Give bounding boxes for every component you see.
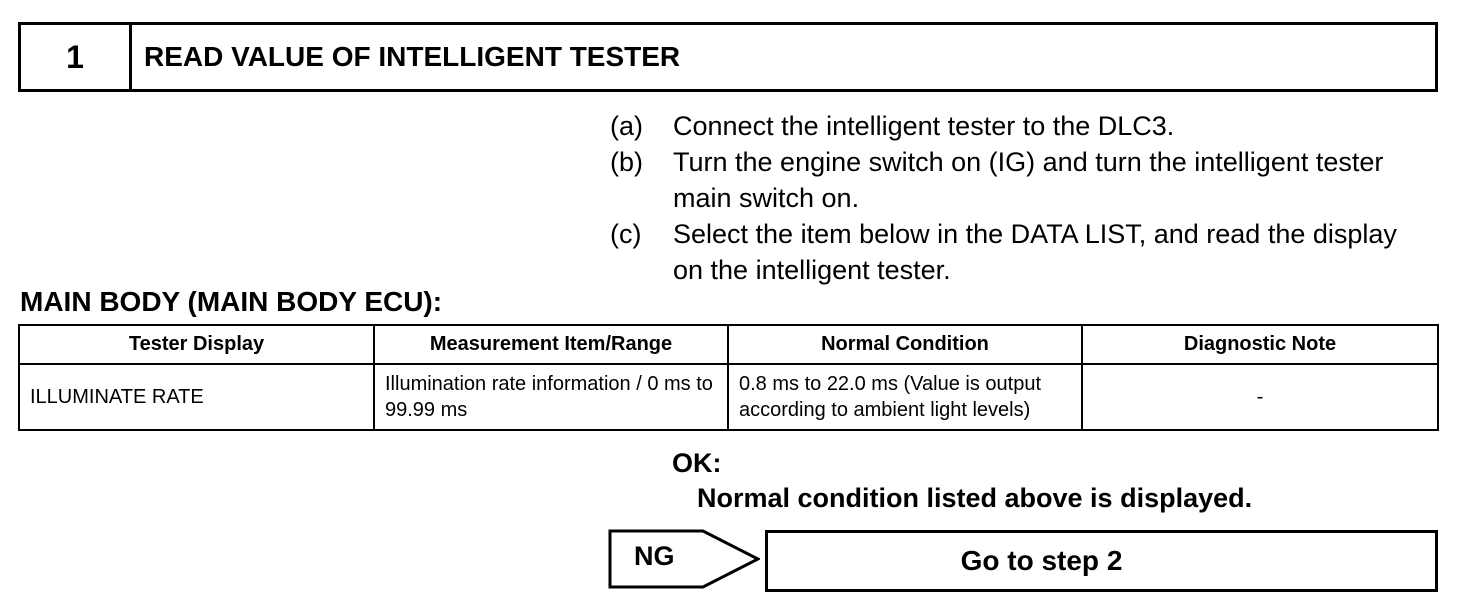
goto-step-link[interactable]: Go to step 2 [765,530,1438,592]
instruction-item: (c) Select the item below in the DATA LI… [610,216,1430,288]
goto-step-text: Go to step 2 [960,545,1123,576]
instruction-list: (a) Connect the intelligent tester to th… [610,108,1430,288]
cell-normal-condition: 0.8 ms to 22.0 ms (Value is output accor… [727,363,1083,431]
cell-measurement-item: Illumination rate information / 0 ms to … [373,363,729,431]
data-list-table: Tester Display Measurement Item/Range No… [18,324,1439,431]
step-number: 1 [21,25,132,89]
cell-diagnostic-note: - [1081,363,1439,431]
step-header: 1 READ VALUE OF INTELLIGENT TESTER [18,22,1438,92]
column-header-measurement-item: Measurement Item/Range [373,324,729,365]
column-header-normal-condition: Normal Condition [727,324,1083,365]
ok-label: OK: [672,448,722,478]
instruction-item: (b) Turn the engine switch on (IG) and t… [610,144,1430,216]
instruction-text: Select the item below in the DATA LIST, … [673,219,1397,285]
table-row: ILLUMINATE RATE Illumination rate inform… [18,363,1439,431]
cell-tester-display: ILLUMINATE RATE [18,363,375,431]
ng-arrow-icon [608,529,760,589]
instruction-letter: (a) [610,111,643,141]
ng-label: NG [634,541,675,571]
ok-condition-text: Normal condition listed above is display… [697,483,1253,513]
instruction-text: Turn the engine switch on (IG) and turn … [673,147,1384,213]
step-title: READ VALUE OF INTELLIGENT TESTER [144,41,681,72]
instruction-letter: (b) [610,147,643,177]
instruction-text: Connect the intelligent tester to the DL… [673,111,1175,141]
instruction-item: (a) Connect the intelligent tester to th… [610,108,1430,144]
column-header-tester-display: Tester Display [18,324,375,365]
table-header-row: Tester Display Measurement Item/Range No… [18,324,1439,365]
column-header-diagnostic-note: Diagnostic Note [1081,324,1439,365]
instruction-letter: (c) [610,219,642,249]
section-title: MAIN BODY (MAIN BODY ECU): [20,286,443,317]
